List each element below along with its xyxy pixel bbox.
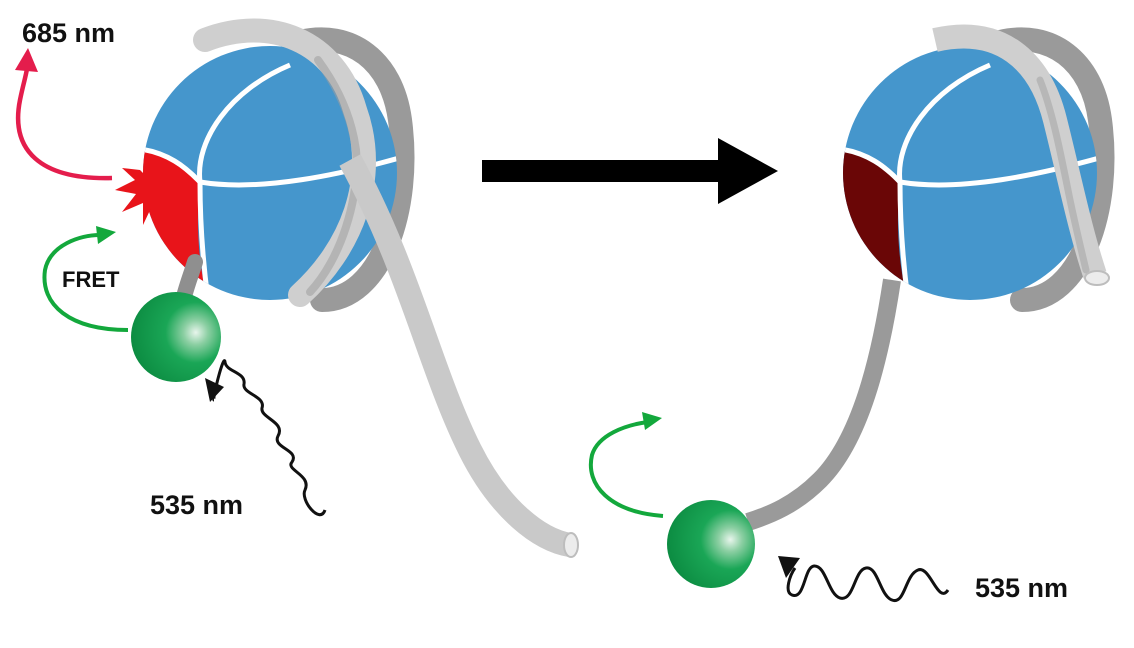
right-nucleosome-group xyxy=(667,24,1115,588)
donor-emission-arrow-green xyxy=(588,420,664,518)
dna-tail-end-left xyxy=(563,532,579,558)
dna-wrap-front-edge-left xyxy=(306,56,361,296)
histone-core-right xyxy=(843,46,1097,300)
dna-wrap-front-edge-right xyxy=(1036,76,1090,274)
excitation-arrowhead-left-icon xyxy=(205,378,224,402)
acceptor-patch-dark xyxy=(843,150,905,290)
fret-arrow-green xyxy=(42,233,129,332)
transition-arrow xyxy=(482,138,778,204)
excitation-wavelength-label-right: 535 nm xyxy=(975,573,1068,603)
acceptor-patch-bright xyxy=(143,150,205,290)
dna-tail-end-right xyxy=(1084,270,1110,286)
donor-linker-right xyxy=(745,278,901,531)
histone-seam-vertical-right xyxy=(897,62,991,300)
histone-seam-vertical-left xyxy=(197,62,291,300)
dna-linker-tail-left xyxy=(339,154,573,557)
excitation-wave-left xyxy=(212,359,327,517)
emission-arrowhead-icon xyxy=(15,48,38,72)
emission-wavelength-label: 685 nm xyxy=(22,18,115,48)
donor-dye-right xyxy=(667,500,755,588)
donor-dye-left xyxy=(131,292,221,382)
emission-arrow-red xyxy=(15,59,113,181)
donor-emission-arrowhead-icon xyxy=(642,412,662,430)
excitation-flash-icon xyxy=(115,168,152,225)
excitation-wave-right xyxy=(786,564,950,602)
excitation-wavelength-label-left: 535 nm xyxy=(150,490,243,520)
left-nucleosome-group xyxy=(115,18,579,558)
fret-arrowhead-icon xyxy=(96,226,116,244)
right-arrow-icon xyxy=(718,138,778,204)
transition-arrow-shaft xyxy=(482,160,722,182)
dna-wrap-back-left xyxy=(288,27,415,312)
excitation-arrowhead-right-icon xyxy=(778,556,800,578)
fret-label: FRET xyxy=(62,267,120,292)
dna-wrap-back-right xyxy=(988,27,1115,312)
